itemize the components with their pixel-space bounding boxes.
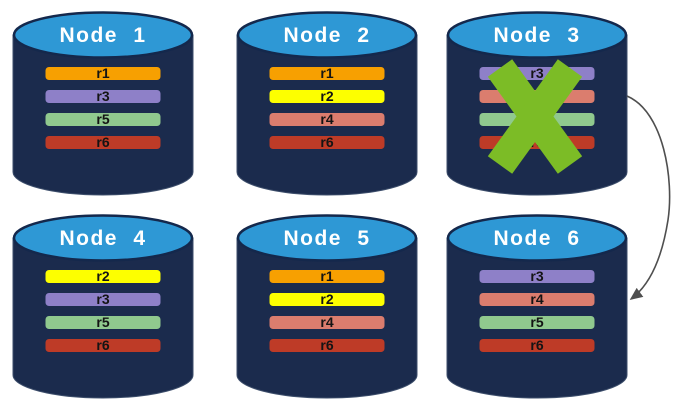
node-title: Node 6	[493, 227, 580, 250]
replica-bar	[479, 316, 595, 329]
replica-bar	[269, 339, 385, 352]
node-title: Node 4	[59, 227, 146, 250]
replica-label: r6	[320, 337, 333, 353]
replica-label: r3	[96, 88, 109, 104]
node-title: Node 5	[283, 227, 370, 250]
replica-label: r2	[96, 268, 109, 284]
replica-bar	[269, 90, 385, 103]
replica-label: r3	[96, 291, 109, 307]
x-arm-right	[487, 59, 583, 174]
replica-bar	[45, 316, 161, 329]
replica-bar	[479, 293, 595, 306]
replica-label: r5	[96, 111, 109, 127]
replica-bar	[269, 113, 385, 126]
replica-list: r2 r3 r5 r6	[45, 268, 161, 353]
cylinder-top	[12, 214, 194, 262]
cylinder-top	[236, 214, 418, 262]
replica-label: r1	[96, 65, 109, 81]
node-6: Node 6 r3 r4 r5 r6	[446, 214, 628, 399]
replica-label: r5	[96, 314, 109, 330]
replica-label: r6	[96, 134, 109, 150]
replica-label: r5	[530, 314, 543, 330]
replica-bar	[479, 339, 595, 352]
replica-label: r4	[320, 111, 333, 127]
replica-label: r3	[530, 268, 543, 284]
replica-bar	[269, 316, 385, 329]
replica-label: r4	[320, 314, 333, 330]
cylinder-top	[446, 214, 628, 262]
replica-label: r6	[530, 337, 543, 353]
replica-bar	[45, 67, 161, 80]
cylinder-top	[236, 11, 418, 59]
replica-list: r1 r2 r4 r6	[269, 65, 385, 150]
node-4: Node 4 r2 r3 r5 r6	[12, 214, 194, 399]
replica-list: r1 r2 r4 r6	[269, 268, 385, 353]
replica-label: r6	[96, 337, 109, 353]
node-title: Node 1	[59, 24, 146, 47]
replica-label: r1	[320, 65, 333, 81]
replica-bar	[45, 339, 161, 352]
replica-label: r4	[530, 291, 543, 307]
replica-bar	[269, 270, 385, 283]
replica-list: r1 r3 r5 r6	[45, 65, 161, 150]
replica-bar	[269, 136, 385, 149]
replica-bar	[45, 113, 161, 126]
replica-bar	[45, 136, 161, 149]
replica-label: r6	[320, 134, 333, 150]
cylinder-top	[12, 11, 194, 59]
cylinder-top	[446, 11, 628, 59]
replica-bar	[45, 90, 161, 103]
replica-label: r1	[320, 268, 333, 284]
node-title: Node 3	[493, 24, 580, 47]
node-2: Node 2 r1 r2 r4 r6	[236, 11, 418, 196]
replica-bar	[45, 293, 161, 306]
replica-label: r2	[320, 88, 333, 104]
replica-bar	[269, 293, 385, 306]
replica-label: r3	[530, 65, 543, 81]
replication-arrow	[626, 95, 671, 300]
replica-list: r3 r4 r5 r6	[479, 268, 595, 353]
replica-label: r2	[320, 291, 333, 307]
failure-x-icon	[487, 59, 583, 174]
node-5: Node 5 r1 r2 r4 r6	[236, 214, 418, 399]
replica-bar	[45, 270, 161, 283]
node-title: Node 2	[283, 24, 370, 47]
node-1: Node 1 r1 r3 r5 r6	[12, 11, 194, 196]
replica-bar	[479, 270, 595, 283]
replica-bar	[269, 67, 385, 80]
